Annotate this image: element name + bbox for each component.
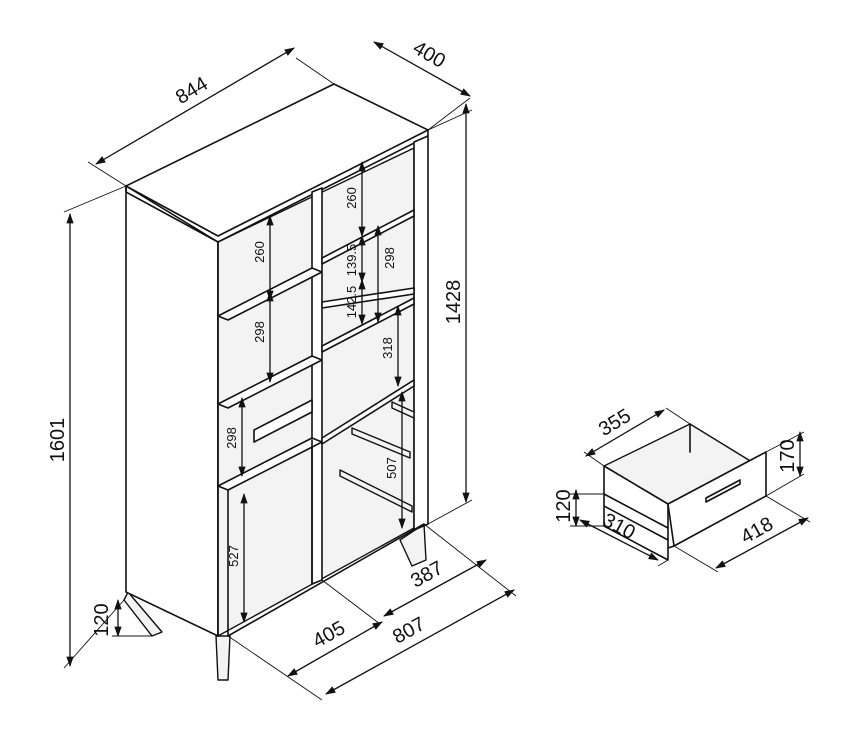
cabinet-drawing: [123, 83, 429, 681]
dim-shelf-left-3: 298: [224, 427, 239, 449]
dim-shelf-left-2: 298: [252, 321, 267, 343]
dim-shelf-right-4: 318: [380, 337, 395, 359]
center-divider: [311, 187, 323, 585]
drawer-handle: [705, 479, 741, 503]
dim-shelf-right-side: 298: [382, 247, 397, 269]
dim-shelf-right-2: 139.5: [344, 244, 359, 277]
dim-leg-height: 120: [91, 603, 113, 636]
dim-base-width: 807: [389, 613, 429, 648]
right-side-panel: [413, 135, 429, 531]
dim-shelf-right-3: 142.5: [344, 286, 359, 319]
dim-base-half: 405: [309, 617, 349, 652]
dim-shelf-right-1: 260: [344, 187, 359, 209]
dim-drawer-inner-width: 355: [595, 405, 635, 441]
dim-depth: 400: [409, 37, 449, 73]
dim-drawer-front-height: 170: [777, 439, 799, 472]
dim-width: 844: [172, 73, 212, 109]
right-shelves: [321, 209, 415, 445]
drawer-runners: [339, 401, 415, 513]
left-side-panel: [125, 185, 219, 637]
dim-drawer-space: 507: [384, 457, 399, 479]
cabinet-legs: [123, 523, 427, 681]
dim-shelf-left-1: 260: [252, 241, 267, 263]
dim-drawer-front-width: 418: [737, 513, 777, 548]
dim-height-body: 1428: [443, 280, 465, 325]
dim-height-total: 1601: [47, 418, 69, 463]
dim-lower-opening: 527: [226, 545, 241, 567]
drawer-drawing: [603, 423, 767, 561]
dim-drawer-box-height: 120: [553, 489, 575, 522]
